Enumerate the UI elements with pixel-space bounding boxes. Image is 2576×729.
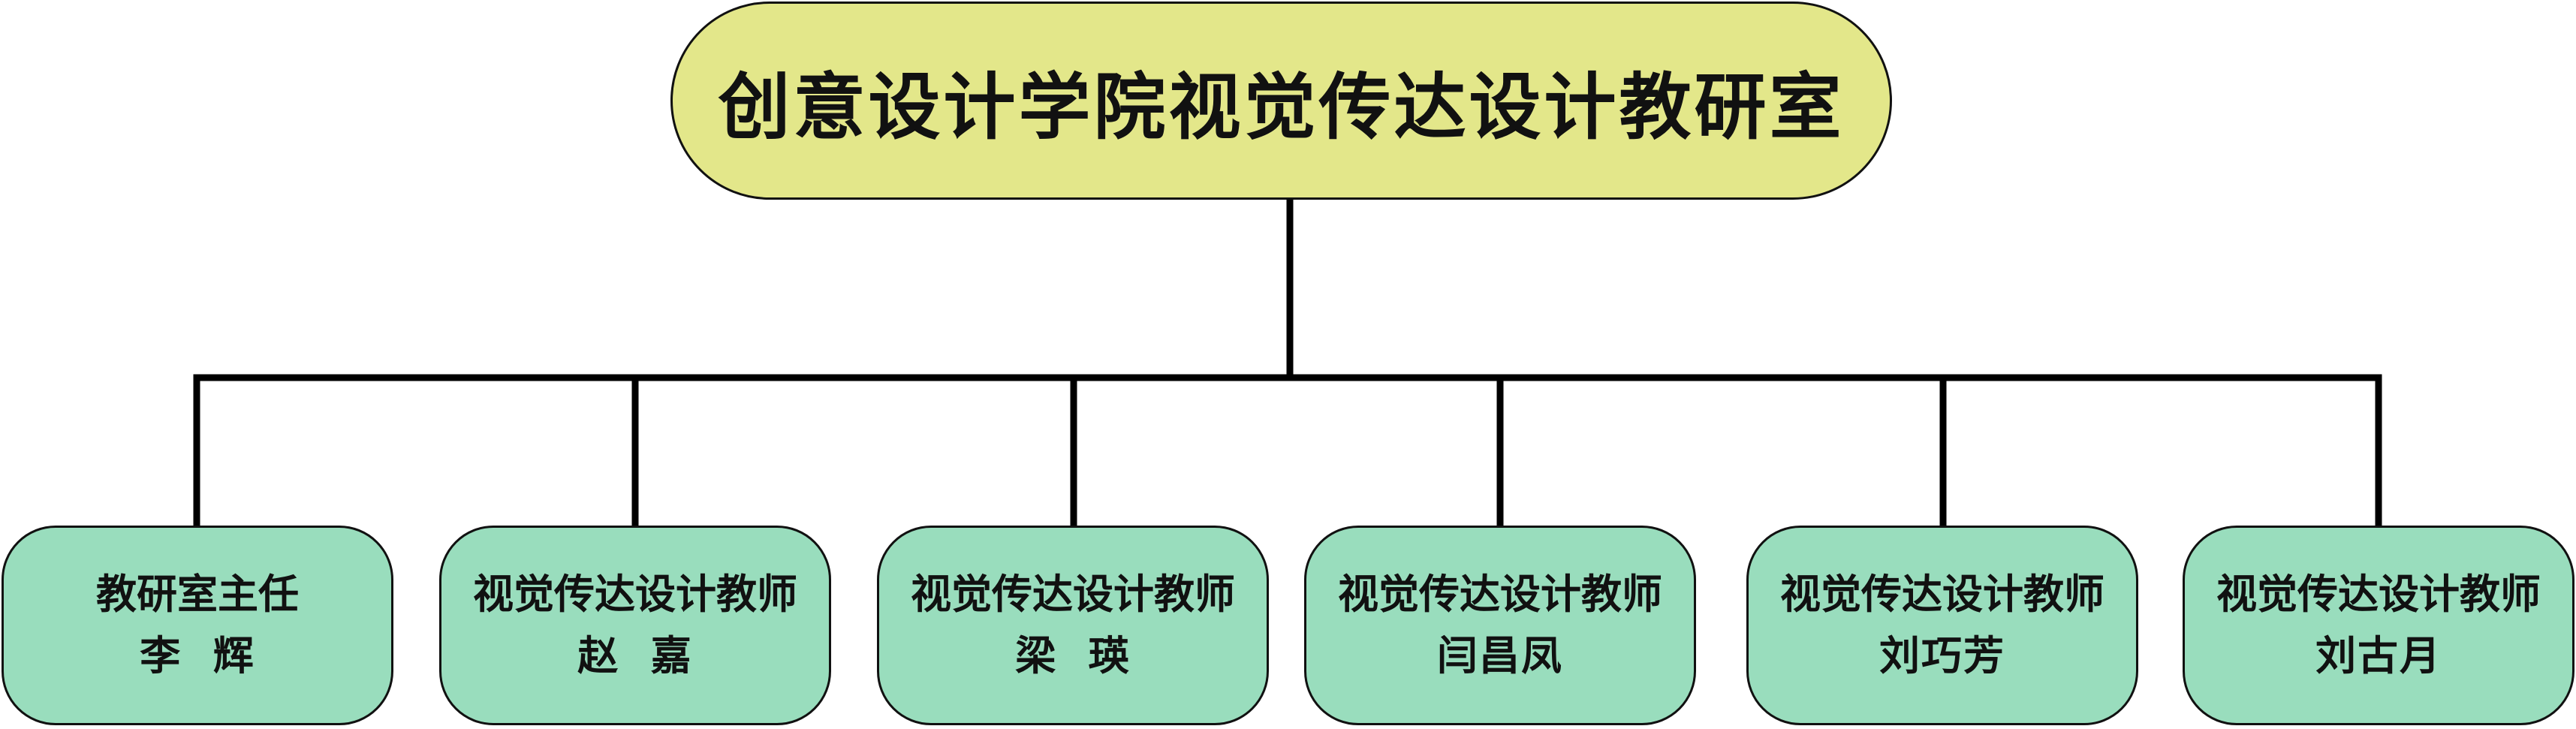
member-node-3: 视觉传达设计教师 梁 瑛 <box>877 526 1269 725</box>
member-node-4: 视觉传达设计教师 闫昌凤 <box>1304 526 1696 725</box>
root-node: 创意设计学院视觉传达设计教研室 <box>670 2 1892 200</box>
member-role: 视觉传达设计教师 <box>911 571 1235 618</box>
member-node-1: 教研室主任 李 辉 <box>2 526 393 725</box>
member-name: 赵 嘉 <box>577 632 693 679</box>
member-node-6: 视觉传达设计教师 刘古月 <box>2183 526 2574 725</box>
member-name: 闫昌凤 <box>1437 632 1563 679</box>
member-name: 梁 瑛 <box>1015 632 1131 679</box>
member-role: 视觉传达设计教师 <box>473 571 797 618</box>
member-role: 教研室主任 <box>96 571 299 618</box>
member-role: 视觉传达设计教师 <box>1338 571 1662 618</box>
member-node-2: 视觉传达设计教师 赵 嘉 <box>439 526 831 725</box>
member-name: 刘巧芳 <box>1879 632 2005 679</box>
root-title: 创意设计学院视觉传达设计教研室 <box>718 65 1845 149</box>
member-role: 视觉传达设计教师 <box>2216 571 2541 618</box>
member-name: 李 辉 <box>140 632 255 679</box>
member-role: 视觉传达设计教师 <box>1780 571 2104 618</box>
member-node-5: 视觉传达设计教师 刘巧芳 <box>1746 526 2138 725</box>
member-name: 刘古月 <box>2315 632 2442 679</box>
